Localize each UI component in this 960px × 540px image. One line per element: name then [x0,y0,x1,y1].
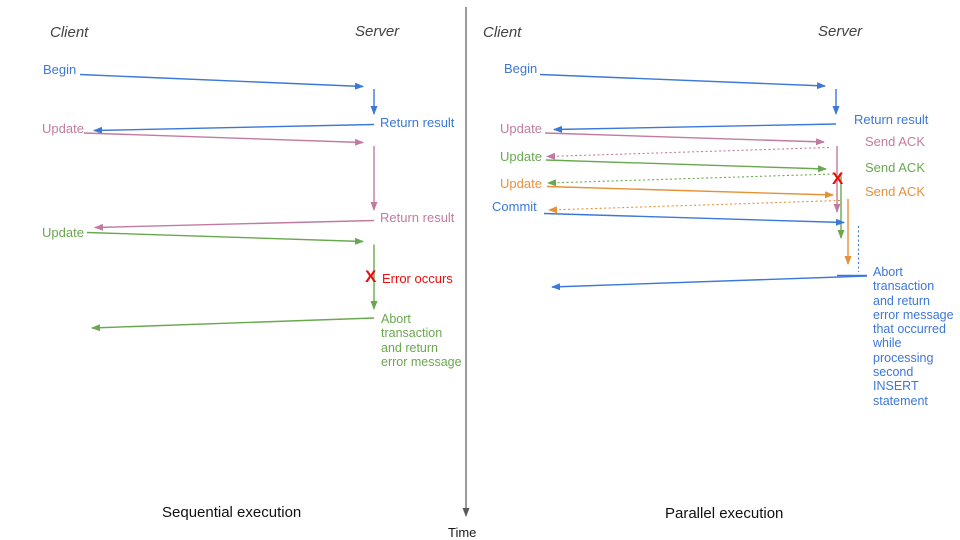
left-update2-arrows [86,231,378,332]
left-error-x-icon: X [365,267,377,286]
parallel-execution-title: Parallel execution [665,505,784,522]
right-commit-label: Commit [492,199,537,214]
left-server-header: Server [355,23,400,40]
right-update1-arrows [544,132,841,213]
right-send-ack2-label: Send ACK [865,160,925,175]
time-label: Time [448,525,477,540]
right-send-ack3-label: Send ACK [865,184,925,199]
left-update1-arrows [83,132,378,231]
left-begin-label: Begin [43,62,77,77]
right-update2-label: Update [500,149,542,164]
right-begin-label: Begin [504,61,538,76]
right-update1-label: Update [500,121,542,136]
right-begin-arrows [539,73,840,133]
left-return-result1-label: Return result [380,115,455,130]
left-abort-message: Abort transaction and return error messa… [381,312,462,369]
left-client-header: Client [50,24,89,41]
left-begin-arrows [79,73,378,134]
right-update3-label: Update [500,176,542,191]
right-abort-message: Abort transaction and return error messa… [873,265,954,408]
left-error-occurs-label: Error occurs [382,271,453,286]
left-return-result2-label: Return result [380,210,455,225]
sequential-execution-title: Sequential execution [162,504,302,521]
right-client-header: Client [483,24,522,41]
left-update1-label: Update [42,121,84,136]
right-send-ack1-label: Send ACK [865,134,925,149]
right-error-x-icon: X [832,169,844,188]
right-return-result-label: Return result [854,112,929,127]
left-update2-label: Update [42,225,84,240]
right-server-header: Server [818,23,863,40]
right-update2-arrows [545,159,845,239]
right-commit-arrows [543,212,868,291]
right-update3-arrows [546,185,852,265]
